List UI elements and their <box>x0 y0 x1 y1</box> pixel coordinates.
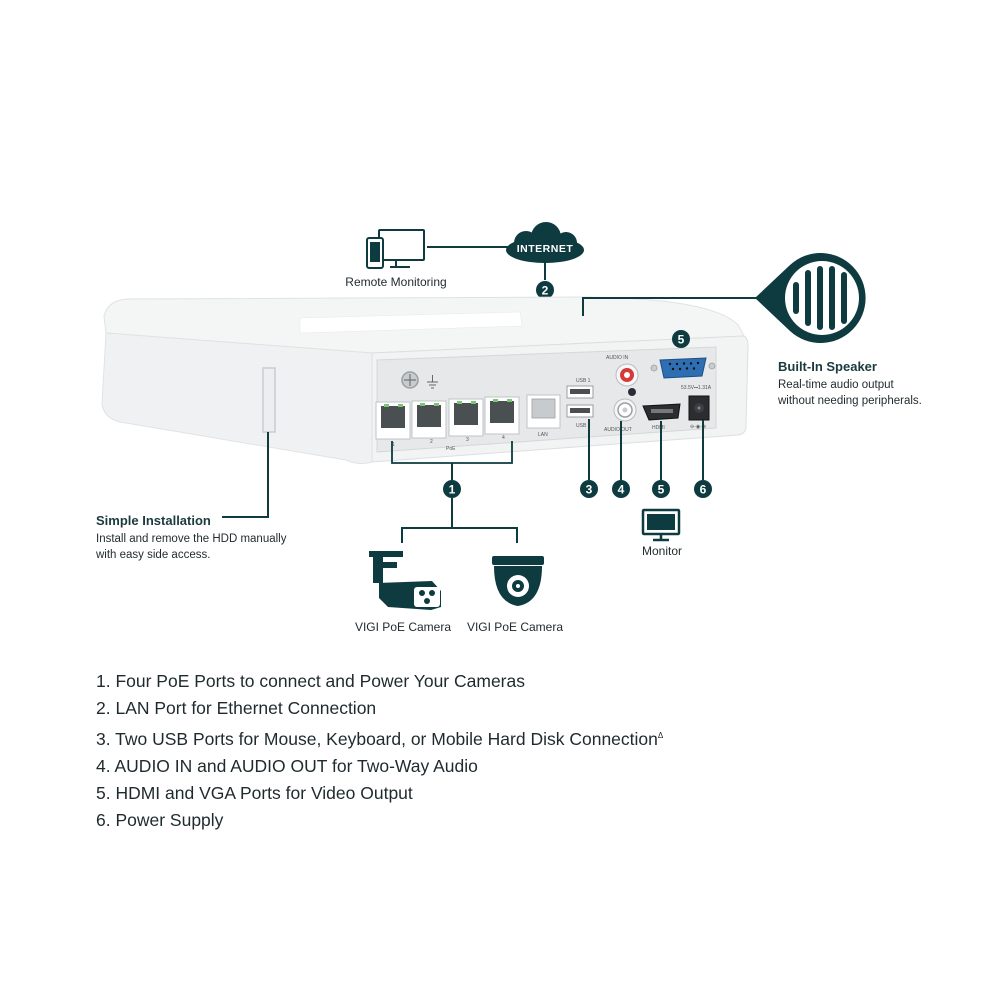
hdmi-mark: HDMI <box>652 425 665 431</box>
port-mark-4: 4 <box>502 435 505 441</box>
device-side <box>101 332 373 465</box>
installation-title: Simple Installation <box>96 513 211 528</box>
dc-polarity-mark: ⊖-◉-⊕ <box>690 424 706 430</box>
feature-text: 3. Two USB Ports for Mouse, Keyboard, or… <box>96 728 658 749</box>
speaker-title: Built-In Speaker <box>778 359 877 374</box>
monitor-label: Monitor <box>642 544 682 558</box>
camera-2-label: VIGI PoE Camera <box>467 620 563 634</box>
poe-port-2 <box>411 400 447 439</box>
poe-port-4 <box>484 396 520 435</box>
feature-item: 1. Four PoE Ports to connect and Power Y… <box>96 668 663 695</box>
power-dc-jack <box>688 395 710 421</box>
nvr-device: PoE 1 2 3 4 LAN USB 1 USB 2 <box>101 296 749 465</box>
monitor-icon <box>641 508 681 542</box>
speaker-desc-line-2: without needing peripherals. <box>778 395 922 407</box>
badge-4-text: 4 <box>618 483 625 497</box>
cloud-icon <box>506 222 584 263</box>
audio-out-jack <box>613 398 637 422</box>
top-label-plate <box>299 311 523 334</box>
speaker-grille-icon <box>755 253 866 343</box>
feature-item: 4. AUDIO IN and AUDIO OUT for Two-Way Au… <box>96 753 663 780</box>
hdd-slot <box>262 367 276 433</box>
lan-port <box>526 394 561 429</box>
badge-6 <box>694 480 712 498</box>
feature-item: 2. LAN Port for Ethernet Connection <box>96 695 663 722</box>
camera-1-label: VIGI PoE Camera <box>355 620 451 634</box>
audio-in-jack <box>615 363 639 387</box>
badge-3-text: 3 <box>586 483 593 497</box>
hdmi-port <box>642 403 681 421</box>
internet-label: INTERNET <box>517 243 574 255</box>
installation-desc-line-2: with easy side access. <box>96 549 211 561</box>
computer-phone-icon <box>366 229 425 269</box>
audio-out-mark: AUDIO OUT <box>604 427 632 433</box>
footnote-mark: Δ <box>657 731 664 740</box>
feature-text: 6. Power Supply <box>96 809 224 830</box>
poe-port-3 <box>448 398 484 437</box>
poe-mark: PoE <box>446 446 456 452</box>
port-mark-2: 2 <box>430 439 433 445</box>
installation-callout: Simple Installation Install and remove t… <box>96 513 286 563</box>
speaker-callout: Built-In Speaker Real-time audio output … <box>778 359 922 409</box>
port-mark-3: 3 <box>466 437 469 443</box>
camera-branch-line <box>401 527 518 543</box>
speaker-desc-line-1: Real-time audio output <box>778 379 894 391</box>
speaker-leader-line <box>582 297 760 316</box>
usb-port-2 <box>566 404 594 418</box>
badge-5-vga-text: 5 <box>678 333 685 347</box>
lan-mark: LAN <box>538 432 548 438</box>
usb-port-1 <box>566 385 594 399</box>
feature-text: 2. LAN Port for Ethernet Connection <box>96 698 377 718</box>
poe-port-1 <box>375 401 411 440</box>
usb2-mark: USB 2 <box>576 423 591 429</box>
bullet-camera-icon <box>369 551 441 610</box>
installation-desc-line-1: Install and remove the HDD manually <box>96 533 287 545</box>
badge-1 <box>443 480 461 498</box>
feature-text: 4. AUDIO IN and AUDIO OUT for Two-Way Au… <box>96 755 478 776</box>
badge-1-text: 1 <box>449 483 456 497</box>
badge-2-text: 2 <box>542 284 549 298</box>
feature-text: 1. Four PoE Ports to connect and Power Y… <box>96 671 525 691</box>
badge-5-text: 5 <box>658 483 665 497</box>
vga-port <box>650 357 716 379</box>
badge-4 <box>612 480 630 498</box>
installation-leader-line <box>222 432 269 518</box>
dome-camera-icon <box>492 556 544 606</box>
remote-monitoring-label: Remote Monitoring <box>345 275 446 289</box>
ground-symbol <box>427 375 438 389</box>
feature-item: 3. Two USB Ports for Mouse, Keyboard, or… <box>96 722 663 753</box>
feature-item: 5. HDMI and VGA Ports for Video Output <box>96 780 663 807</box>
audio-in-signal <box>628 388 636 396</box>
badge-2 <box>536 281 554 299</box>
audio-in-mark: AUDIO IN <box>606 355 629 361</box>
badge-5-vga <box>672 330 690 348</box>
usb1-mark: USB 1 <box>576 378 591 384</box>
badge-3 <box>580 480 598 498</box>
badge-5 <box>652 480 670 498</box>
feature-text: 5. HDMI and VGA Ports for Video Output <box>96 782 413 803</box>
feature-list: 1. Four PoE Ports to connect and Power Y… <box>96 668 663 834</box>
badge-6-text: 6 <box>700 483 707 497</box>
port-mark-1: 1 <box>392 442 395 448</box>
feature-item: 6. Power Supply <box>96 807 663 834</box>
power-rating-mark: 53.5V⎓1.31A <box>681 385 712 391</box>
